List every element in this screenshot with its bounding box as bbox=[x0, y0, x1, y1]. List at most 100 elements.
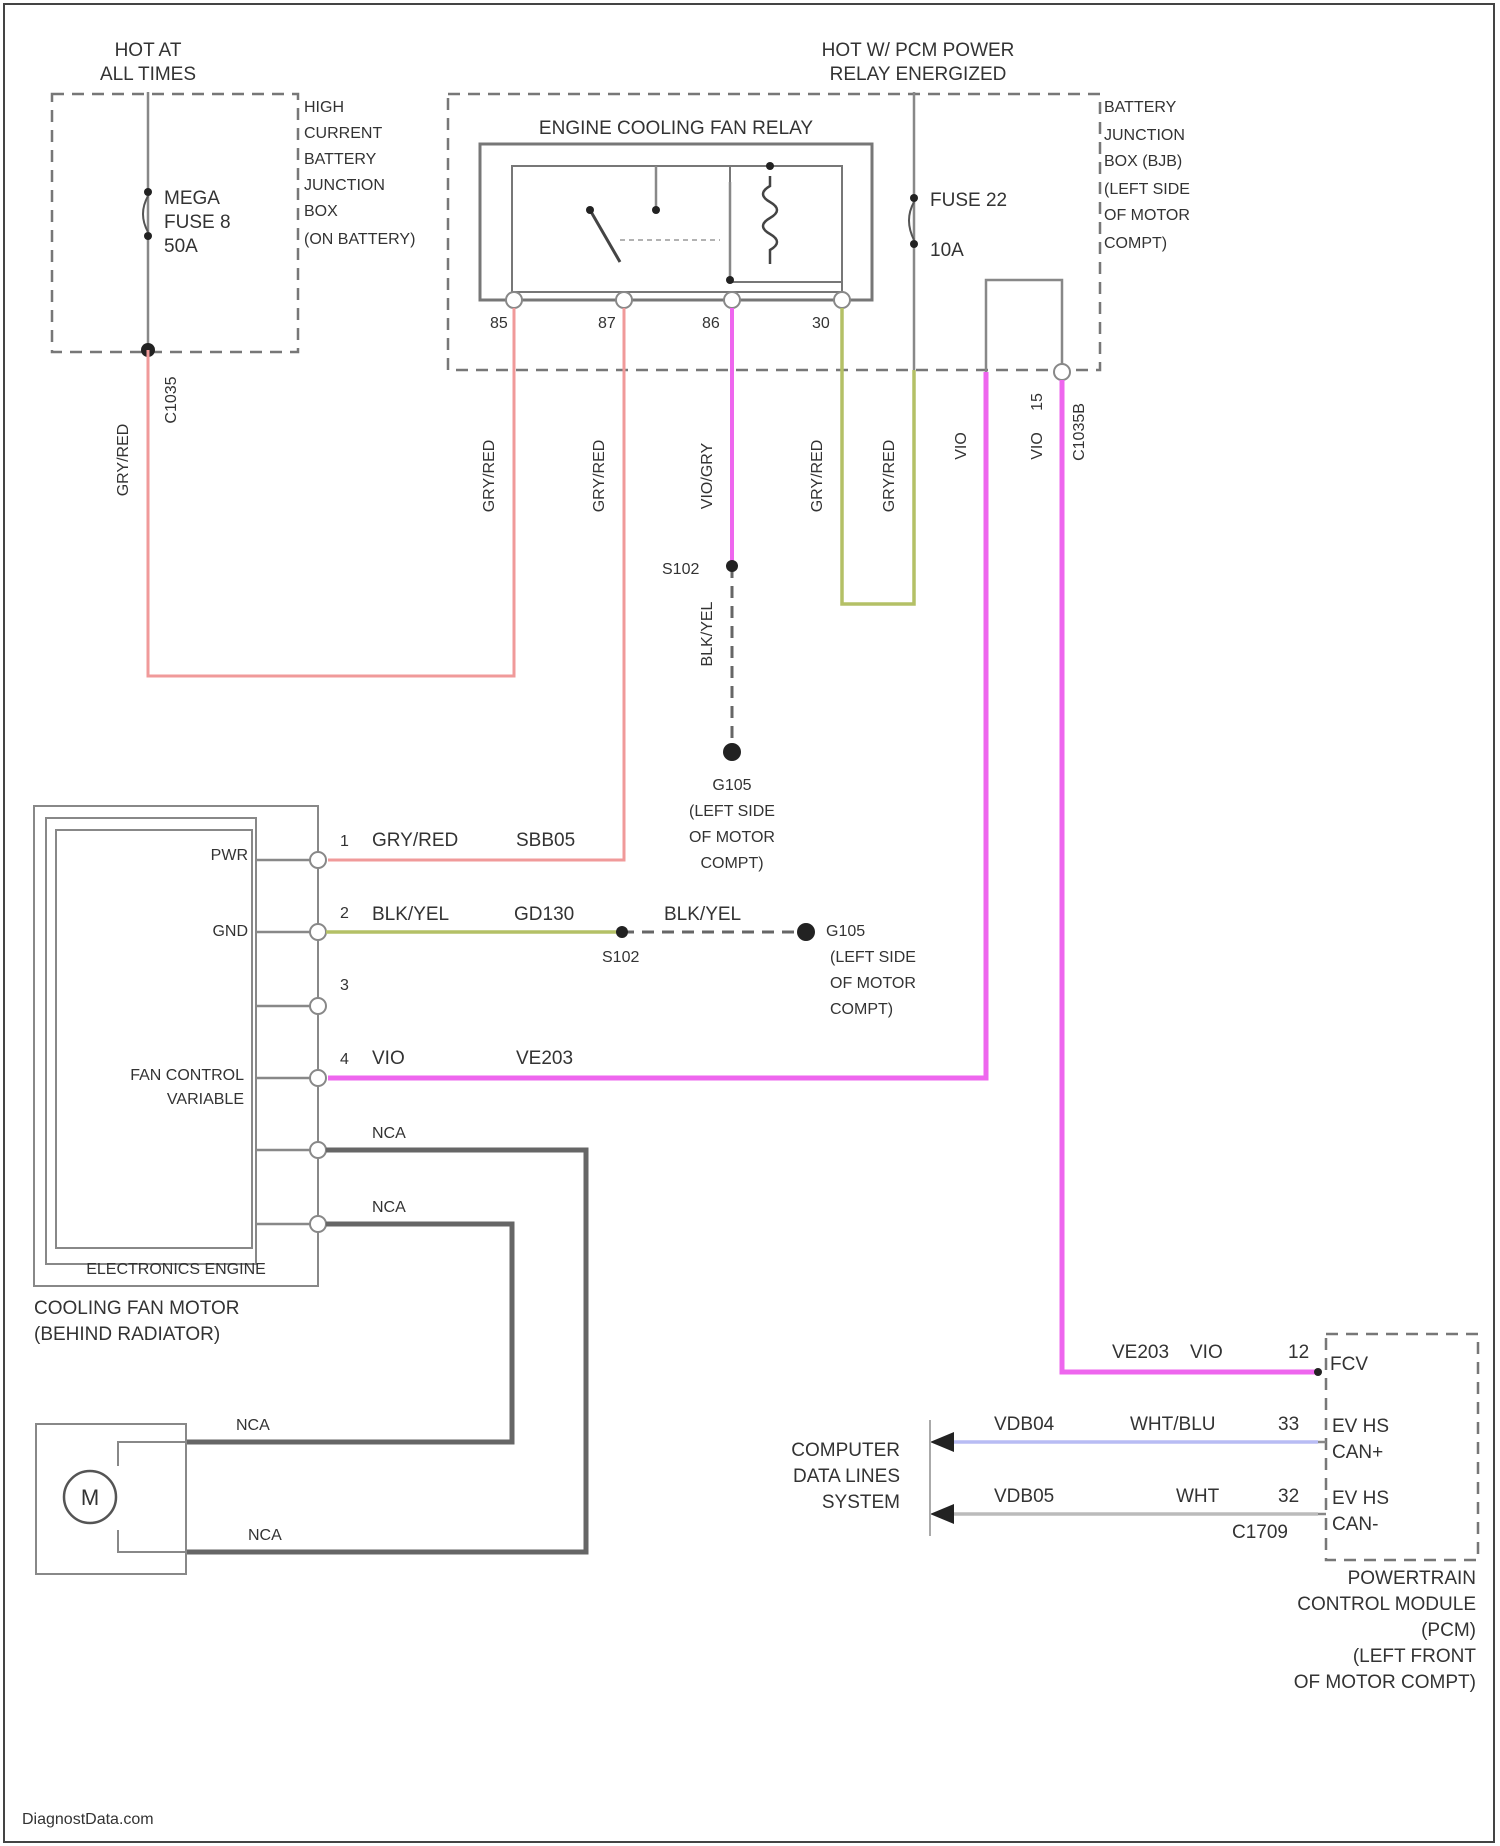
relay-switch-arm bbox=[590, 210, 620, 262]
g105-top-label2: (LEFT SIDE bbox=[689, 803, 775, 820]
relay-box bbox=[480, 144, 872, 300]
g105-mid-label3: OF MOTOR bbox=[830, 975, 916, 992]
pcm-name-line1: POWERTRAIN bbox=[1348, 1568, 1476, 1589]
vlabel-gry-red-1: GRY/RED bbox=[115, 424, 132, 497]
c1709-label: C1709 bbox=[1232, 1522, 1288, 1543]
s102-mid-dot bbox=[616, 926, 628, 938]
pcm-name-line2: CONTROL MODULE bbox=[1297, 1594, 1476, 1615]
c1035b-pin bbox=[1054, 364, 1070, 380]
blk-yel-right-label: BLK/YEL bbox=[664, 904, 741, 925]
nca-label-3: NCA bbox=[236, 1417, 270, 1434]
motor-module-inner bbox=[56, 830, 252, 1248]
vlabel-pin-15: 15 bbox=[1029, 393, 1046, 411]
mega-fuse-label2: FUSE 8 bbox=[164, 212, 231, 233]
pcm-pin-12 bbox=[1314, 1368, 1322, 1376]
vlabel-gry-red-5: GRY/RED bbox=[881, 440, 898, 513]
motor-module-outer bbox=[34, 806, 318, 1286]
motor-pin2-num: 2 bbox=[340, 905, 349, 922]
hcbjb-label4: JUNCTION bbox=[304, 177, 385, 194]
can-plus-num: 33 bbox=[1278, 1414, 1299, 1435]
motor-pin1-label: PWR bbox=[211, 847, 248, 864]
c1035b-loop bbox=[986, 280, 1062, 372]
relay-title: ENGINE COOLING FAN RELAY bbox=[539, 118, 813, 139]
vlabel-vio-gry: VIO/GRY bbox=[699, 442, 716, 509]
relay-coil-dot-top bbox=[766, 162, 774, 170]
mega-fuse-label1: MEGA bbox=[164, 188, 220, 209]
wire-gry-red-pwr bbox=[328, 308, 624, 860]
hot-pcm-line1: HOT W/ PCM POWER bbox=[822, 40, 1015, 61]
relay-inner-box bbox=[512, 166, 842, 292]
can-minus-label2: CAN- bbox=[1332, 1514, 1378, 1535]
fuse22-dot-bottom bbox=[910, 240, 918, 248]
motor-pin1 bbox=[310, 852, 326, 868]
pcm-name-line3: (PCM) bbox=[1421, 1620, 1476, 1641]
can-plus-color: WHT/BLU bbox=[1130, 1414, 1216, 1435]
hot-pcm-line2: RELAY ENERGIZED bbox=[830, 64, 1007, 85]
s102-top-label: S102 bbox=[662, 561, 699, 578]
can-minus-label1: EV HS bbox=[1332, 1488, 1389, 1509]
motor-symbol-letter: M bbox=[81, 1485, 99, 1510]
relay-pin-30 bbox=[834, 292, 850, 308]
fuse22-label1: FUSE 22 bbox=[930, 190, 1007, 211]
motor-pin4-label2: VARIABLE bbox=[167, 1091, 244, 1108]
motor-pin1-color: GRY/RED bbox=[372, 830, 458, 851]
motor-pin6 bbox=[310, 1216, 326, 1232]
motor-pin2-circuit: GD130 bbox=[514, 904, 574, 925]
motor-pin3-num: 3 bbox=[340, 977, 349, 994]
can-minus-color: WHT bbox=[1176, 1486, 1220, 1507]
s102-mid-label: S102 bbox=[602, 949, 639, 966]
can-plus-label1: EV HS bbox=[1332, 1416, 1389, 1437]
relay-pin-87 bbox=[616, 292, 632, 308]
pcm-pin12-num: 12 bbox=[1288, 1342, 1309, 1363]
bjb-label1: BATTERY bbox=[1104, 99, 1177, 116]
nca-label-1: NCA bbox=[372, 1125, 406, 1142]
relay-pin-label-86: 86 bbox=[702, 315, 720, 332]
motor-module-mid bbox=[46, 818, 256, 1264]
bjb-label5: OF MOTOR bbox=[1104, 207, 1190, 224]
can-plus-circuit: VDB04 bbox=[994, 1414, 1055, 1435]
wire-gry-red-feed bbox=[148, 308, 514, 676]
g105-mid-label2: (LEFT SIDE bbox=[830, 949, 916, 966]
bjb-label3: BOX (BJB) bbox=[1104, 153, 1182, 170]
relay-pin-label-30: 30 bbox=[812, 315, 830, 332]
hot-at-all-times-line1: HOT AT bbox=[115, 40, 182, 61]
wire-nca-inner bbox=[186, 1224, 512, 1442]
c1035-label: C1035 bbox=[163, 376, 180, 423]
data-lines-label3: SYSTEM bbox=[822, 1492, 900, 1513]
hcbjb-label2: CURRENT bbox=[304, 125, 382, 142]
motor-pin5 bbox=[310, 1142, 326, 1158]
relay-pin-85 bbox=[506, 292, 522, 308]
nca-label-2: NCA bbox=[372, 1199, 406, 1216]
wire-vio-pcm bbox=[1062, 380, 1318, 1372]
can-minus-arrow bbox=[930, 1504, 954, 1524]
motor-pin4-num: 4 bbox=[340, 1051, 349, 1068]
can-minus-num: 32 bbox=[1278, 1486, 1299, 1507]
vlabel-gry-red-2: GRY/RED bbox=[481, 440, 498, 513]
vlabel-vio-2: VIO bbox=[1029, 432, 1046, 460]
data-lines-label2: DATA LINES bbox=[793, 1466, 900, 1487]
fuse22-dot-top bbox=[910, 194, 918, 202]
mega-fuse-dot-top bbox=[144, 188, 152, 196]
hcbjb-label1: HIGH bbox=[304, 99, 344, 116]
relay-coil-symbol bbox=[763, 176, 777, 264]
pcm-name-line5: OF MOTOR COMPT) bbox=[1294, 1672, 1476, 1693]
relay-switch-pivot bbox=[586, 206, 594, 214]
pcm-name-line4: (LEFT FRONT bbox=[1353, 1646, 1477, 1667]
mega-fuse-label3: 50A bbox=[164, 236, 198, 257]
motor-inner-frame bbox=[118, 1442, 186, 1552]
hcbjb-label6: (ON BATTERY) bbox=[304, 231, 415, 248]
bjb-label2: JUNCTION bbox=[1104, 127, 1185, 144]
fuse22-label2: 10A bbox=[930, 240, 964, 261]
motor-name-line2: (BEHIND RADIATOR) bbox=[34, 1324, 220, 1345]
relay-pin-86 bbox=[724, 292, 740, 308]
data-lines-label1: COMPUTER bbox=[791, 1440, 900, 1461]
motor-pin2 bbox=[310, 924, 326, 940]
motor-name-line1: COOLING FAN MOTOR bbox=[34, 1298, 240, 1319]
pcm-pin12-color: VIO bbox=[1190, 1342, 1223, 1363]
nca-label-4: NCA bbox=[248, 1527, 282, 1544]
relay-coil-dot-bottom bbox=[726, 276, 734, 284]
motor-pin4-circuit: VE203 bbox=[516, 1048, 573, 1069]
vlabel-vio-1: VIO bbox=[953, 432, 970, 460]
vlabel-gry-red-3: GRY/RED bbox=[591, 440, 608, 513]
